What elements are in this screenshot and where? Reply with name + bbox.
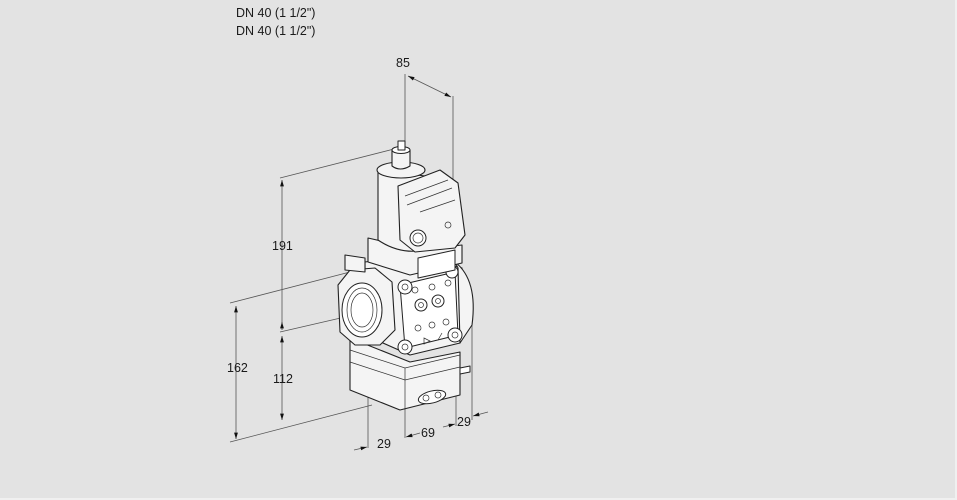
dimension-162: 162 bbox=[227, 271, 373, 443]
dimension-label-191: 191 bbox=[272, 239, 293, 253]
dimension-label-85: 85 bbox=[396, 56, 410, 70]
dimension-label-112: 112 bbox=[273, 372, 293, 386]
dimension-label-29-right: 29 bbox=[457, 415, 471, 429]
dimension-112: 112 bbox=[273, 316, 346, 420]
dimension-label-162: 162 bbox=[227, 361, 248, 375]
dimension-191: 191 bbox=[272, 147, 399, 330]
dimension-label-29-left: 29 bbox=[377, 437, 391, 451]
valve-illustration bbox=[337, 140, 474, 411]
title-line-2: DN 40 (1 1/2") bbox=[236, 24, 316, 38]
dimension-label-69: 69 bbox=[421, 426, 435, 440]
title-line-1: DN 40 (1 1/2") bbox=[236, 6, 316, 20]
